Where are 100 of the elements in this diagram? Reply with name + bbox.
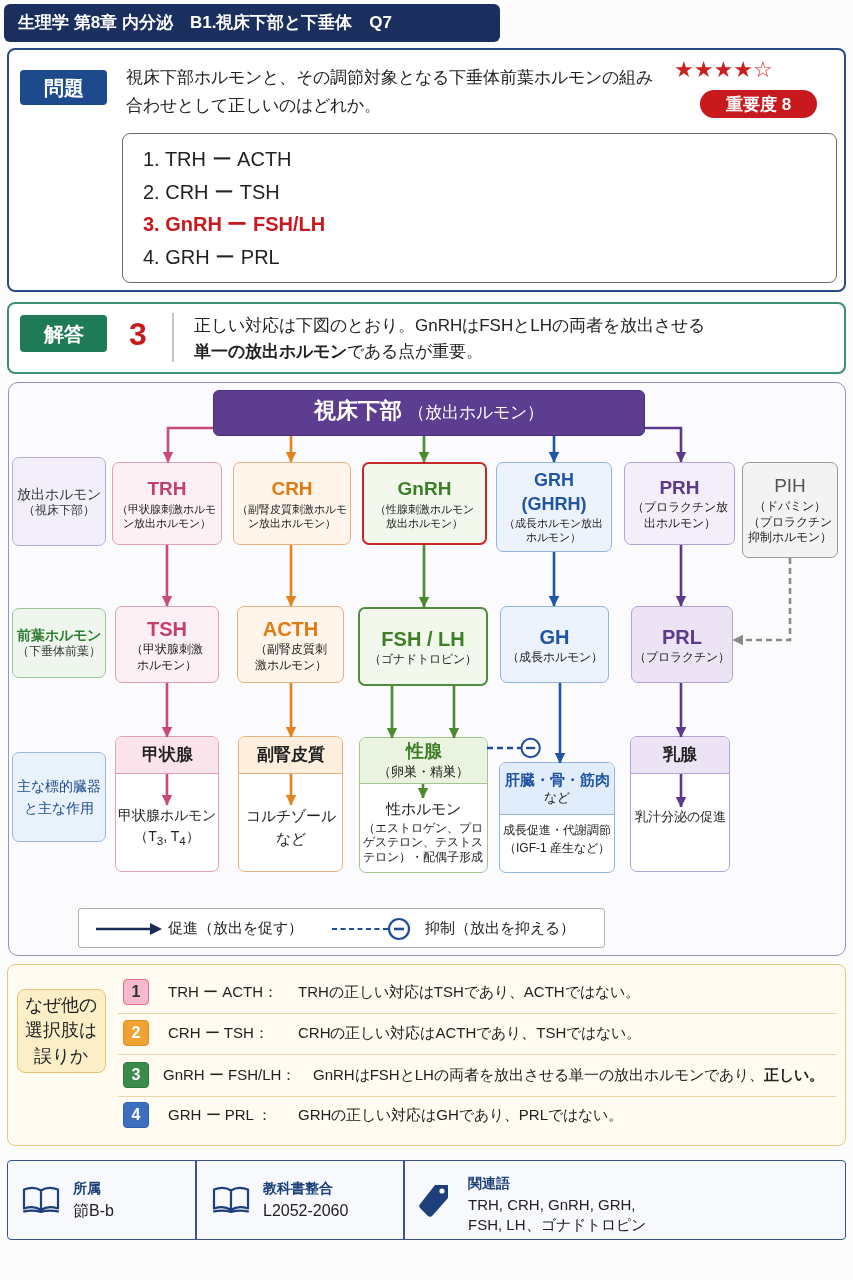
- effect-text: 甲状腺ホルモン（T$_{3}$, T$_{4}$）: [117, 806, 217, 849]
- hormone-description: （プロラクチン放出ホルモン）: [630, 500, 729, 532]
- arrow: [386, 686, 398, 739]
- organ-card: [359, 737, 488, 873]
- arrow: [675, 774, 687, 808]
- hormone-description: （成長ホルモン）: [506, 649, 603, 666]
- inhibition-line: [487, 737, 541, 759]
- info-heading: 教科書整合: [263, 1180, 333, 1198]
- hormone-name: TRH: [147, 476, 187, 501]
- heading-text: なぜ他の選択肢は誤りか: [24, 994, 99, 1068]
- hormone-box: [500, 606, 609, 683]
- organ-note: （卵巣・精巣）: [378, 763, 469, 781]
- organ-header: [360, 738, 487, 784]
- question-text: 視床下部ホルモンと、その調節対象となる下垂体前葉ホルモンの組み合わせとして正しいのはどれか。: [126, 67, 654, 117]
- arrow: [162, 426, 213, 463]
- organ-card: [630, 736, 730, 872]
- number-tag: 1: [123, 979, 149, 1005]
- rating-stars: ★★★★☆: [674, 56, 773, 84]
- title-banner: 生理学 第8章 内分泌 B1.視床下部と下垂体 Q7: [4, 4, 500, 42]
- arrow: [675, 545, 687, 607]
- arrow: [418, 545, 430, 608]
- hormone-box: [496, 462, 612, 552]
- hormone-box: [362, 462, 487, 545]
- organ-header: [500, 763, 614, 815]
- hormone-name: FSH / LH: [381, 626, 465, 652]
- arrow: [285, 774, 297, 806]
- arrow: [161, 774, 173, 806]
- hormone-name: PIH: [774, 474, 806, 499]
- answer-panel: [7, 302, 846, 374]
- hormone-name: PRL: [662, 624, 702, 650]
- arrow: [448, 686, 460, 739]
- row-label: 主な標的臓器と主な作用: [16, 776, 102, 818]
- option-explanation: CRHの正しい対応はACTHであり、TSHではない。: [298, 1024, 642, 1043]
- hormone-name: GH: [539, 624, 570, 650]
- option-explanation: TRHの正しい対応はTSHであり、ACTHではない。: [298, 983, 640, 1002]
- info-value: 節B-b: [73, 1201, 114, 1221]
- hormone-box: [237, 606, 344, 683]
- option-pair: CRH ー TSH：: [168, 1024, 269, 1043]
- effect-text: 性ホルモン: [386, 799, 461, 819]
- hormone-box: [631, 606, 733, 683]
- hormone-description: （副腎皮質刺激ホルモン放出ホルモン）: [236, 501, 348, 531]
- arrow: [645, 426, 687, 463]
- hormone-box: [624, 462, 735, 545]
- organ-name: 性腺: [405, 740, 442, 764]
- hormone-name: GnRH: [397, 476, 452, 501]
- hormone-description: （ドパミン）: [754, 498, 826, 515]
- info-heading: 関連語: [468, 1175, 510, 1193]
- hormone-description: （副腎皮質刺激ホルモン）: [253, 641, 328, 674]
- organ-card: [499, 762, 615, 873]
- organ-card: [238, 736, 343, 872]
- dashed-arrow: [732, 558, 792, 646]
- answer-number: 3: [129, 315, 148, 354]
- organ-card: [115, 736, 219, 872]
- option-pair: TRH ー ACTH：: [168, 983, 278, 1002]
- row-label-note: （下垂体前葉）: [17, 644, 101, 660]
- choice-option: 1. TRH ー ACTH: [143, 146, 292, 173]
- row-label: 前葉ホルモン: [17, 626, 101, 645]
- row-label-box: [12, 457, 106, 546]
- arrow: [161, 683, 173, 738]
- choice-option: 2. CRH ー TSH: [143, 178, 280, 205]
- hormone-description: （プロラクチン）: [634, 649, 730, 666]
- number-tag: 3: [123, 1062, 149, 1088]
- organ-header: [239, 737, 342, 774]
- row-label: 放出ホルモン: [17, 484, 101, 503]
- hormone-description: （成長ホルモン放出ホルモン）: [503, 516, 605, 545]
- choice-option: 4. GRH ー PRL: [143, 243, 280, 270]
- hormone-box: [233, 462, 351, 545]
- arrow: [675, 683, 687, 738]
- answer-tag: 解答: [20, 315, 107, 352]
- hormone-box: [742, 462, 838, 558]
- choice-option: 3. GnRH ー FSH/LH: [143, 211, 326, 238]
- arrow: [417, 784, 429, 799]
- arrow: [285, 436, 297, 463]
- hormone-name: PRH: [659, 475, 700, 500]
- info-heading: 所属: [73, 1180, 101, 1198]
- effect-text: コルチゾールなど: [244, 806, 337, 849]
- hormone-description: （性腺刺激ホルモン放出ホルモン）: [374, 501, 475, 531]
- option-explanation: GnRHはFSHとLHの両者を放出させる単一の放出ホルモンであり、正しい。: [313, 1066, 824, 1085]
- arrow: [285, 545, 297, 607]
- organ-name: 乳腺: [663, 743, 697, 766]
- arrow: [548, 552, 560, 607]
- importance-tag: 重要度 8: [700, 90, 817, 118]
- info-value: L2052-2060: [263, 1201, 349, 1221]
- hormone-description: （甲状腺刺激ホルモン放出ホルモン）: [116, 501, 218, 531]
- number-tag: 4: [123, 1102, 149, 1128]
- related-terms: TRH, CRH, GnRH, GRH, FSH, LH、ゴナドトロピン: [468, 1195, 647, 1236]
- option-pair: GRH ー PRL ：: [168, 1106, 273, 1125]
- arrow: [548, 436, 560, 463]
- effect-note: （エストロゲン、プロゲステロン、テストステロン）・配偶子形成: [362, 820, 485, 865]
- arrow: [554, 683, 566, 764]
- effect-text: 成長促進・代謝調節（IGF-1 産生など）: [502, 822, 612, 857]
- bar-title: 視床下部: [314, 397, 402, 425]
- hormone-name: GRH (GHRH): [520, 469, 588, 516]
- choice-list-box: [122, 133, 837, 283]
- hormone-box: [112, 462, 222, 545]
- hormone-description: （ゴナドトロピン）: [369, 651, 477, 668]
- hormone-description: （プロラクチン抑制ホルモン）: [747, 514, 833, 546]
- question-tag: 問題: [20, 70, 107, 105]
- effect-text: 乳汁分泌の促進: [634, 808, 726, 826]
- number-tag: 2: [123, 1020, 149, 1046]
